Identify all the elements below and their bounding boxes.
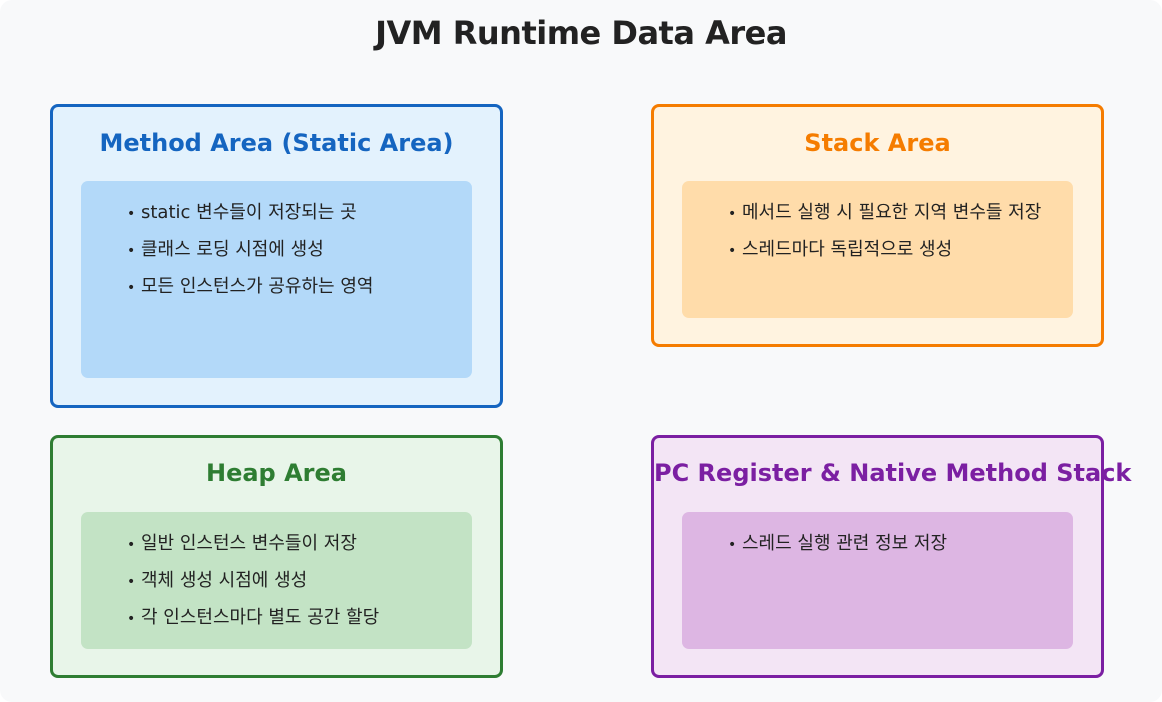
pc-register-list: 스레드 실행 관련 정보 저장: [728, 530, 947, 567]
list-item: 일반 인스턴스 변수들이 저장: [127, 530, 379, 567]
stack-area-panel: Stack Area 메서드 실행 시 필요한 지역 변수들 저장 스레드마다 …: [651, 104, 1104, 347]
stack-area-list: 메서드 실행 시 필요한 지역 변수들 저장 스레드마다 독립적으로 생성: [728, 199, 1041, 273]
heap-area-list: 일반 인스턴스 변수들이 저장 객체 생성 시점에 생성 각 인스턴스마다 별도…: [127, 530, 379, 641]
list-item: 모든 인스턴스가 공유하는 영역: [127, 273, 373, 310]
stack-area-title: Stack Area: [804, 129, 951, 157]
heap-area-title: Heap Area: [206, 459, 347, 487]
heap-area-panel: Heap Area 일반 인스턴스 변수들이 저장 객체 생성 시점에 생성 각…: [50, 435, 503, 678]
list-item: 스레드마다 독립적으로 생성: [728, 236, 1041, 273]
heap-area-content: 일반 인스턴스 변수들이 저장 객체 생성 시점에 생성 각 인스턴스마다 별도…: [81, 512, 472, 649]
pc-register-title: PC Register & Native Method Stack: [654, 459, 1132, 487]
list-item: 클래스 로딩 시점에 생성: [127, 236, 373, 273]
list-item: 스레드 실행 관련 정보 저장: [728, 530, 947, 567]
pc-register-content: 스레드 실행 관련 정보 저장: [682, 512, 1073, 649]
method-area-panel: Method Area (Static Area) static 변수들이 저장…: [50, 104, 503, 408]
diagram-title: JVM Runtime Data Area: [375, 14, 787, 52]
method-area-content: static 변수들이 저장되는 곳 클래스 로딩 시점에 생성 모든 인스턴스…: [81, 181, 472, 378]
list-item: 각 인스턴스마다 별도 공간 할당: [127, 604, 379, 641]
list-item: static 변수들이 저장되는 곳: [127, 199, 373, 236]
list-item: 메서드 실행 시 필요한 지역 변수들 저장: [728, 199, 1041, 236]
stack-area-content: 메서드 실행 시 필요한 지역 변수들 저장 스레드마다 독립적으로 생성: [682, 181, 1073, 318]
method-area-list: static 변수들이 저장되는 곳 클래스 로딩 시점에 생성 모든 인스턴스…: [127, 199, 373, 310]
pc-register-panel: PC Register & Native Method Stack 스레드 실행…: [651, 435, 1132, 678]
list-item: 객체 생성 시점에 생성: [127, 567, 379, 604]
method-area-title: Method Area (Static Area): [99, 129, 454, 157]
